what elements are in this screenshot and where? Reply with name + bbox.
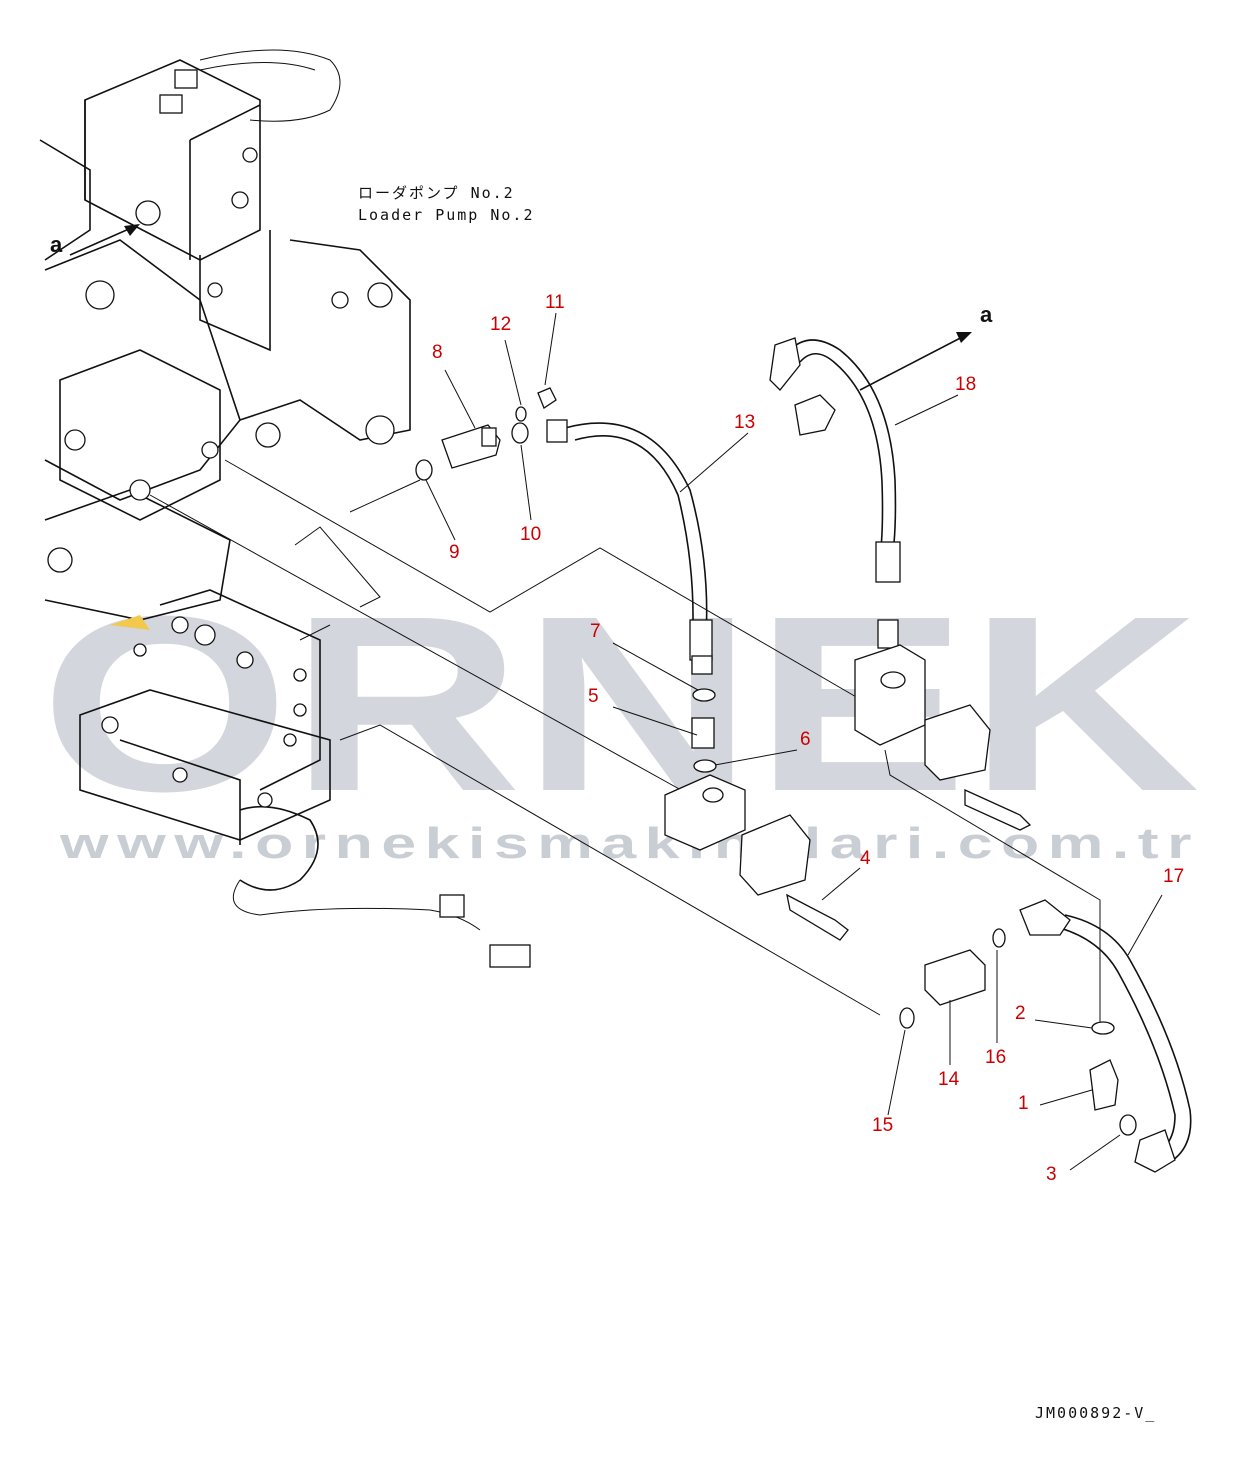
callout-4: 4 [860,848,871,869]
callout-8: 8 [432,342,443,363]
pump-label-jp: ローダポンプ No.2 [358,184,515,202]
callout-18: 18 [955,374,976,395]
callout-labels: 1 2 3 4 5 6 7 8 9 10 11 12 13 14 15 16 1… [432,292,1184,1185]
callout-11: 11 [545,292,565,313]
callout-10: 10 [520,524,541,545]
hose-18: a [769,302,1032,831]
fitting-group-lower [899,928,1006,1029]
pump-label-en: Loader Pump No.2 [358,206,535,224]
callout-6: 6 [800,729,811,750]
view-arrow-a-left: a [50,224,140,257]
callout-2: 2 [1015,1003,1026,1024]
callout-12: 12 [490,314,511,335]
adapter-block-left [664,688,849,941]
callout-15: 15 [872,1115,893,1136]
callout-1: 1 [1018,1093,1029,1114]
watermark-brand: ORNEK [40,564,1200,843]
watermark-url: www.ornekismakinalari.com.tr [59,819,1200,868]
hose-17 [1019,899,1192,1173]
hose-13 [546,419,713,675]
callout-5: 5 [588,686,599,707]
fitting-group-upper [415,387,557,481]
callout-9: 9 [449,542,460,563]
callout-leaders [425,312,1163,1171]
leader-lines [149,459,1101,1025]
callout-7: 7 [590,621,601,642]
callout-3: 3 [1046,1164,1057,1185]
callout-17: 17 [1163,866,1184,887]
view-arrow-a-right-label: a [980,302,993,327]
callout-13: 13 [734,412,755,433]
view-arrow-a-label: a [50,232,63,257]
valve-assembly-lower [79,589,531,968]
pump-assembly-upper [39,49,411,621]
callout-16: 16 [985,1047,1006,1068]
drawing-code: JM000892-V_ [1035,1404,1156,1422]
callout-14: 14 [938,1069,960,1090]
